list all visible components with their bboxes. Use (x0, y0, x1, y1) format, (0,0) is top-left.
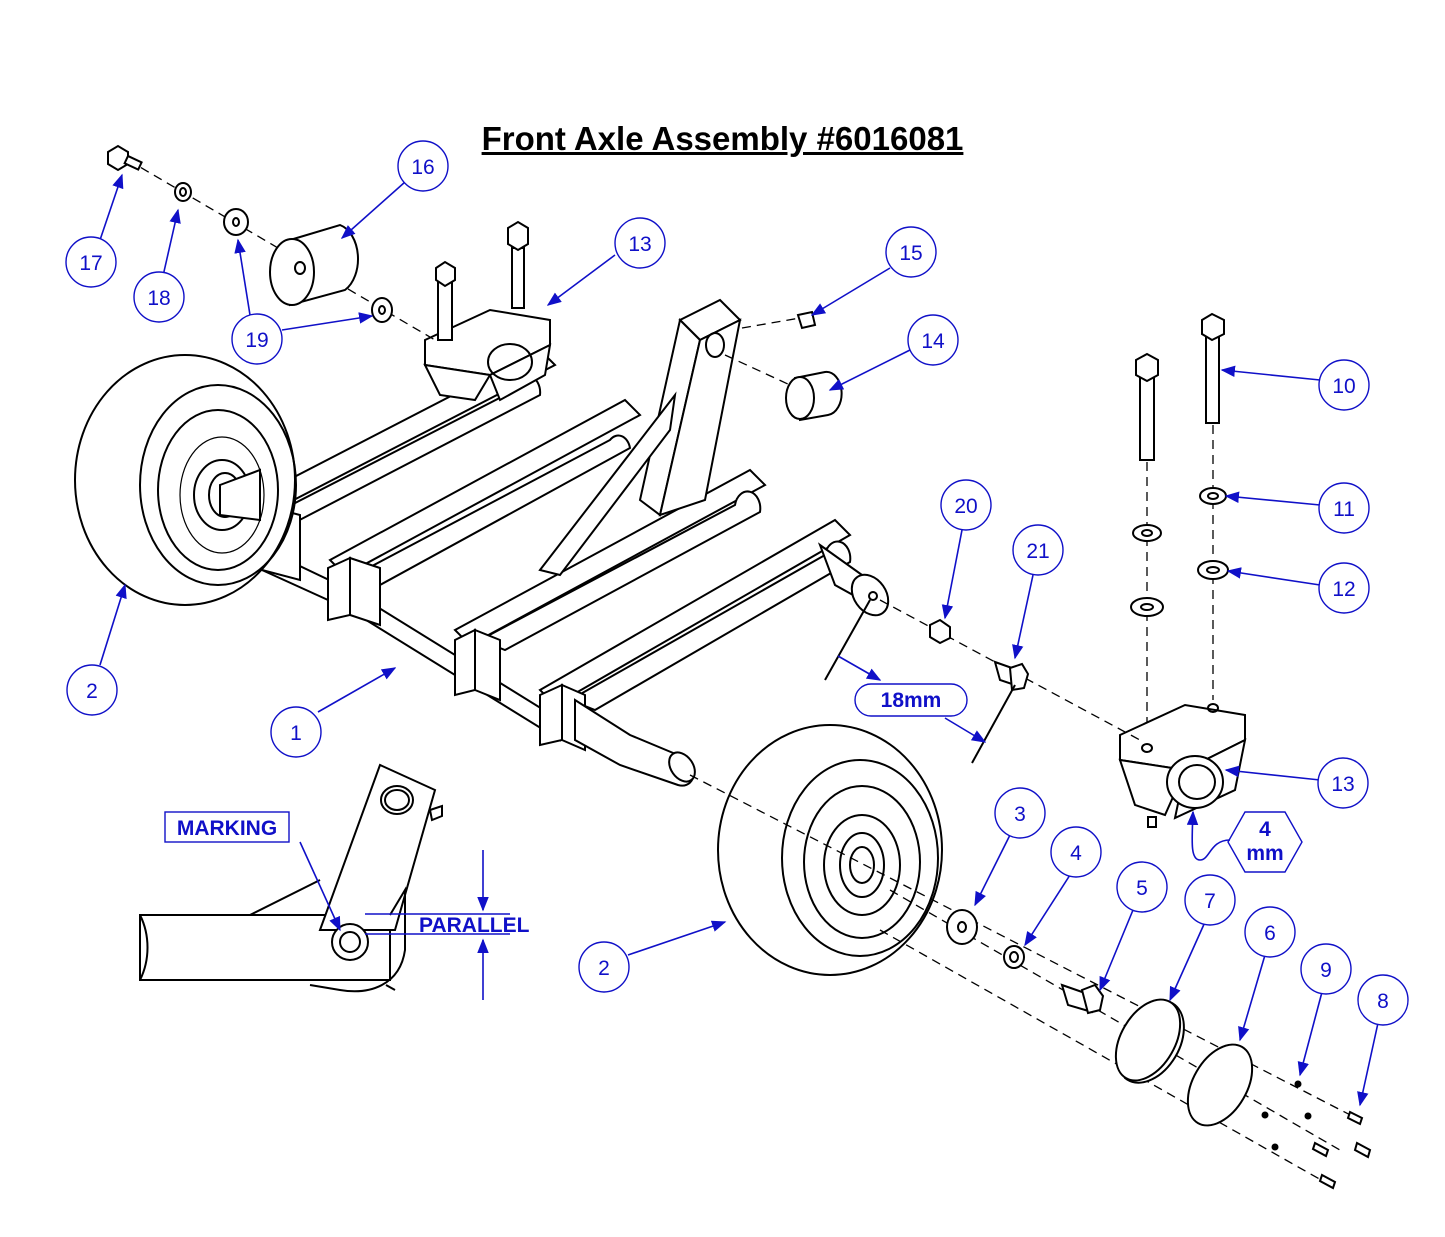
svg-text:15: 15 (899, 242, 922, 265)
wheel-left (74, 354, 297, 606)
callout-17: 17 (65, 236, 117, 288)
svg-text:11: 11 (1333, 498, 1355, 521)
callout-16: 16 (397, 140, 449, 192)
callout-3: 3 (994, 787, 1046, 839)
svg-text:10: 10 (1332, 375, 1355, 398)
svg-text:18: 18 (147, 287, 170, 310)
wheel-right (717, 724, 943, 976)
callout-11: 11 (1318, 482, 1370, 534)
pillow-block-right (1118, 312, 1247, 828)
callout-19: 19 (231, 313, 283, 365)
svg-text:13: 13 (1331, 773, 1354, 796)
callout-20: 20 (940, 479, 992, 531)
callout-leaders (99, 173, 1379, 1107)
callout-13-right: 13 (1317, 757, 1369, 809)
hex-4mm-callout: 4 mm (1186, 810, 1303, 873)
svg-text:13: 13 (628, 233, 651, 256)
callout-13-top: 13 (614, 217, 666, 269)
svg-text:21: 21 (1026, 540, 1049, 563)
callout-7: 7 (1184, 874, 1236, 926)
hub-cap-hardware (107, 144, 436, 341)
svg-text:17: 17 (79, 252, 102, 275)
svg-text:7: 7 (1204, 890, 1216, 913)
callout-12: 12 (1318, 562, 1370, 614)
callout-14: 14 (907, 314, 959, 366)
dimension-18mm: 18mm (824, 599, 1016, 764)
callout-bubbles: 1 2 2 3 4 5 6 7 8 9 10 11 12 13 13 14 15… (65, 140, 1409, 1026)
dimension-18mm-label: 18mm (881, 689, 942, 712)
axle-frame (238, 298, 890, 787)
svg-text:6: 6 (1264, 922, 1276, 945)
parallel-label: PARALLEL (419, 914, 530, 937)
svg-text:14: 14 (921, 330, 945, 353)
pillow-block-top (423, 220, 552, 402)
bushing-parts (724, 310, 843, 422)
svg-text:2: 2 (598, 957, 610, 980)
svg-text:8: 8 (1377, 990, 1389, 1013)
callout-4: 4 (1050, 826, 1102, 878)
svg-text:12: 12 (1332, 578, 1355, 601)
hex-size-unit: mm (1246, 842, 1283, 865)
marking-label: MARKING (177, 817, 277, 840)
callout-2-right: 2 (578, 941, 630, 993)
callout-18: 18 (133, 271, 185, 323)
svg-text:2: 2 (86, 680, 98, 703)
axle-end-hardware (689, 599, 1372, 1190)
callout-5: 5 (1116, 861, 1168, 913)
callout-9: 9 (1300, 943, 1352, 995)
diagram-title: Front Axle Assembly #6016081 (481, 120, 964, 157)
svg-text:4: 4 (1070, 842, 1082, 865)
svg-text:3: 3 (1014, 803, 1026, 826)
svg-text:9: 9 (1320, 959, 1332, 982)
callout-15: 15 (885, 226, 937, 278)
svg-text:5: 5 (1136, 877, 1148, 900)
callout-10: 10 (1318, 359, 1370, 411)
hex-size-value: 4 (1259, 818, 1271, 841)
svg-text:16: 16 (411, 156, 434, 179)
svg-text:19: 19 (245, 329, 268, 352)
svg-text:20: 20 (954, 495, 977, 518)
callout-21: 21 (1012, 524, 1064, 576)
callout-8: 8 (1357, 974, 1409, 1026)
callout-1: 1 (270, 706, 322, 758)
callout-6: 6 (1244, 906, 1296, 958)
detail-view: MARKING PARALLEL (139, 763, 530, 1000)
svg-text:1: 1 (290, 722, 302, 745)
callout-2-left: 2 (66, 664, 118, 716)
